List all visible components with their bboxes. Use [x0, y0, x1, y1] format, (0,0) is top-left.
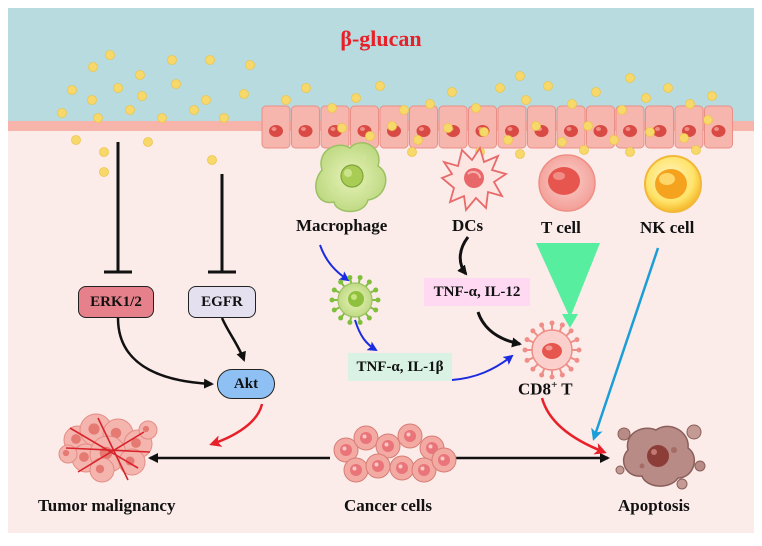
apoptosis-label: Apoptosis	[618, 496, 690, 515]
nk-cell-icon	[644, 155, 702, 213]
arrow-tcell-to-cd8	[536, 243, 600, 318]
arrow-il1b-to-cd8	[451, 354, 514, 381]
inhibition-egfr-line	[208, 174, 236, 274]
cancer-cells-icon	[333, 423, 457, 483]
beta-glucan-particles	[57, 50, 717, 177]
t-cell-label: T cell	[541, 218, 581, 237]
tumor-malignancy-label: Tumor malignancy	[38, 496, 176, 515]
dcs-label: DCs	[452, 216, 484, 235]
cd8-t-label: CD8+ T	[518, 379, 573, 399]
apoptotic-cell-icon	[615, 424, 706, 490]
t-cell-icon	[538, 154, 596, 212]
tumor-icon	[58, 413, 158, 483]
dendritic-cell-icon	[440, 145, 509, 213]
arrow-dcs-to-cytokines	[457, 236, 470, 276]
macrophage-label: Macrophage	[296, 216, 388, 235]
akt-box: Akt	[217, 369, 275, 399]
macrophage-icon	[315, 142, 387, 213]
arrow-erk-to-akt	[116, 317, 214, 389]
nk-cell-label: NK cell	[640, 218, 695, 237]
arrow-akt-to-tumor	[209, 403, 264, 447]
arrow-macrophage-activation	[319, 244, 350, 282]
cd8-t-cell-icon	[522, 320, 582, 380]
lumen-region	[8, 8, 754, 121]
title: β-glucan	[340, 26, 422, 51]
tnf-il1b-box: TNF-α, IL-1β	[348, 353, 452, 381]
arrow-cd8-to-apoptosis	[540, 397, 607, 455]
arrow-egfr-to-akt	[220, 317, 246, 362]
arrow-macrophage-to-cytokines	[354, 319, 378, 352]
tnf-il12-box: TNF-α, IL-12	[424, 278, 530, 306]
arrow-nk-to-apoptosis	[591, 247, 660, 441]
arrow-il12-to-cd8	[476, 311, 522, 348]
cancer-cells-label: Cancer cells	[344, 496, 432, 515]
activated-macrophage-icon	[329, 275, 381, 325]
erk-box: ERK1/2	[78, 286, 154, 318]
inhibition-erk-line	[104, 142, 132, 274]
egfr-box: EGFR	[188, 286, 256, 318]
